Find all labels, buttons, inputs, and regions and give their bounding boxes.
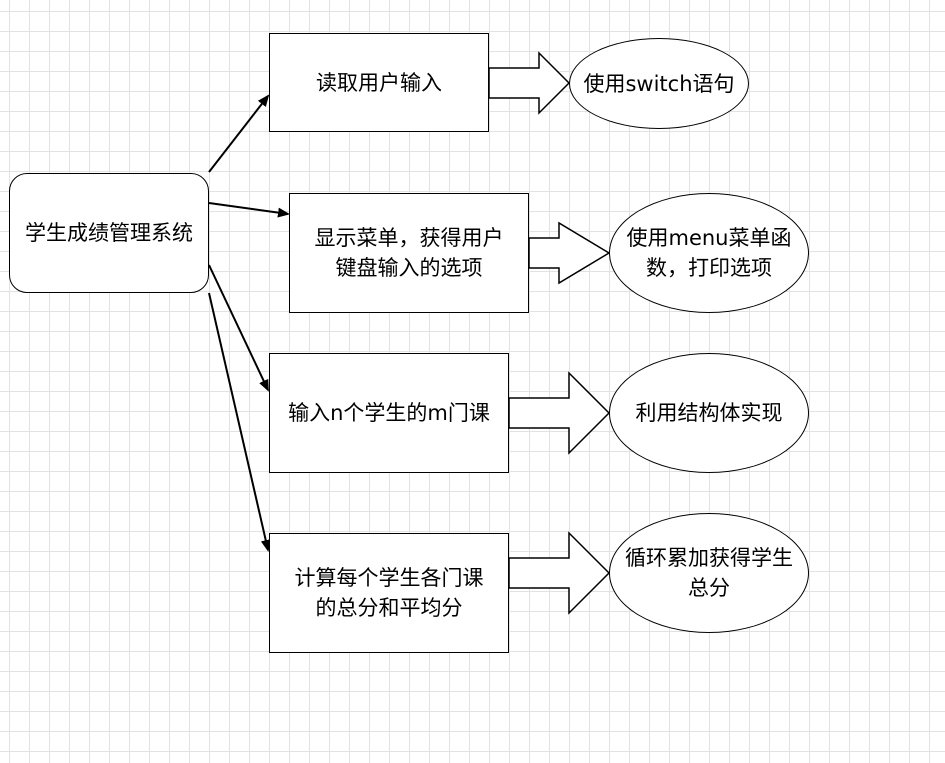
- step-2-box: 显示菜单，获得用户 键盘输入的选项: [289, 193, 529, 313]
- step-4-box: 计算每个学生各门课 的总分和平均分: [269, 533, 509, 653]
- step-2-detail-label: 使用menu菜单函 数，打印选项: [626, 226, 792, 280]
- root-node-label: 学生成绩管理系统: [25, 221, 193, 245]
- step-1-label: 读取用户输入: [316, 70, 442, 95]
- connector-root-to-step-1: [208, 94, 270, 173]
- step-2-label: 显示菜单，获得用户 键盘输入的选项: [314, 226, 504, 280]
- step-2-detail-ellipse: 使用menu菜单函 数，打印选项: [609, 193, 809, 313]
- connector-root-to-step-3: [208, 264, 269, 392]
- block-arrow-step-4: [508, 531, 611, 615]
- root-node: 学生成绩管理系统: [9, 173, 209, 293]
- connector-root-to-step-4: [208, 292, 271, 552]
- step-1-detail-label: 使用switch语句: [583, 71, 735, 96]
- block-arrow-step-2: [528, 221, 611, 285]
- step-4-label: 计算每个学生各门课 的总分和平均分: [294, 566, 484, 620]
- step-1-box: 读取用户输入: [269, 33, 489, 132]
- step-3-detail-label: 利用结构体实现: [635, 401, 783, 425]
- step-4-detail-ellipse: 循环累加获得学生 总分: [609, 513, 809, 633]
- step-1-detail-ellipse: 使用switch语句: [569, 38, 749, 129]
- block-arrow-step-1: [488, 51, 571, 115]
- step-3-label: 输入n个学生的m门课: [288, 401, 490, 425]
- step-4-detail-label: 循环累加获得学生 总分: [625, 546, 793, 600]
- block-arrow-step-3: [508, 371, 611, 455]
- step-3-box: 输入n个学生的m门课: [269, 353, 509, 473]
- connector-root-to-step-2: [208, 202, 290, 218]
- step-3-detail-ellipse: 利用结构体实现: [609, 353, 809, 473]
